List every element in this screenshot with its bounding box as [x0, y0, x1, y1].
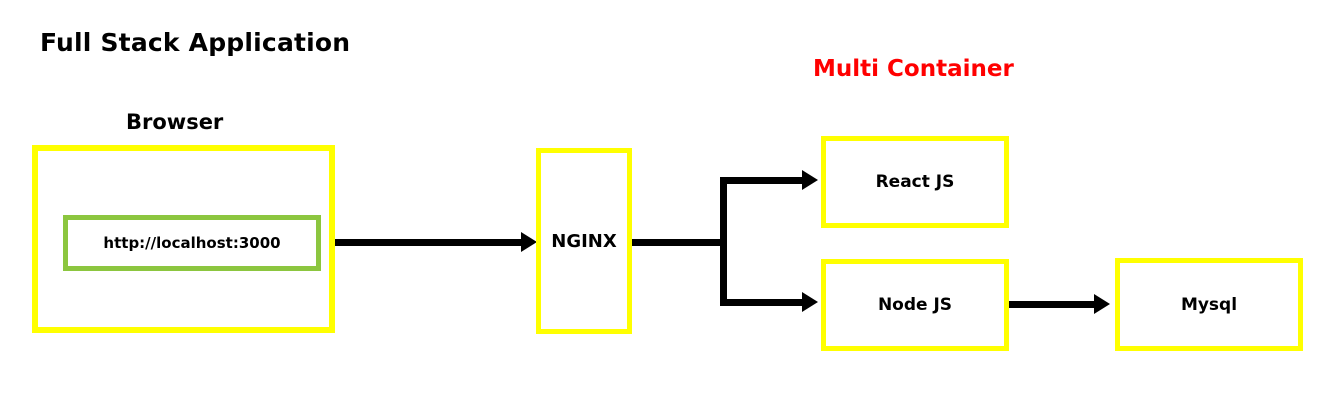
page-title: Full Stack Application: [40, 28, 351, 57]
arrowhead-nginx-to-node-icon: [802, 292, 818, 312]
nodejs-label: Node JS: [877, 295, 953, 315]
url-address-field[interactable]: http://localhost:3000: [63, 215, 321, 271]
arrowhead-browser-to-nginx-icon: [521, 232, 537, 252]
connector-nginx-trunk: [632, 239, 727, 246]
nodejs-node-box: Node JS: [821, 259, 1009, 351]
react-label: React JS: [875, 172, 955, 192]
browser-label: Browser: [126, 110, 224, 134]
nginx-node-box: NGINX: [536, 148, 632, 334]
mysql-node-box: Mysql: [1115, 258, 1303, 351]
url-text: http://localhost:3000: [103, 234, 281, 252]
connector-nginx-to-react: [720, 177, 806, 184]
multi-container-title: Multi Container: [813, 56, 1014, 82]
arrowhead-nginx-to-react-icon: [802, 170, 818, 190]
connector-split-vertical: [720, 180, 727, 306]
connector-node-to-mysql: [1009, 301, 1098, 308]
mysql-label: Mysql: [1180, 294, 1238, 315]
react-node-box: React JS: [821, 136, 1009, 228]
arrowhead-node-to-mysql-icon: [1094, 294, 1110, 314]
connector-nginx-to-node: [720, 299, 806, 306]
nginx-label: NGINX: [551, 230, 617, 252]
connector-browser-to-nginx: [335, 239, 525, 246]
browser-window-box: http://localhost:3000: [32, 145, 335, 333]
